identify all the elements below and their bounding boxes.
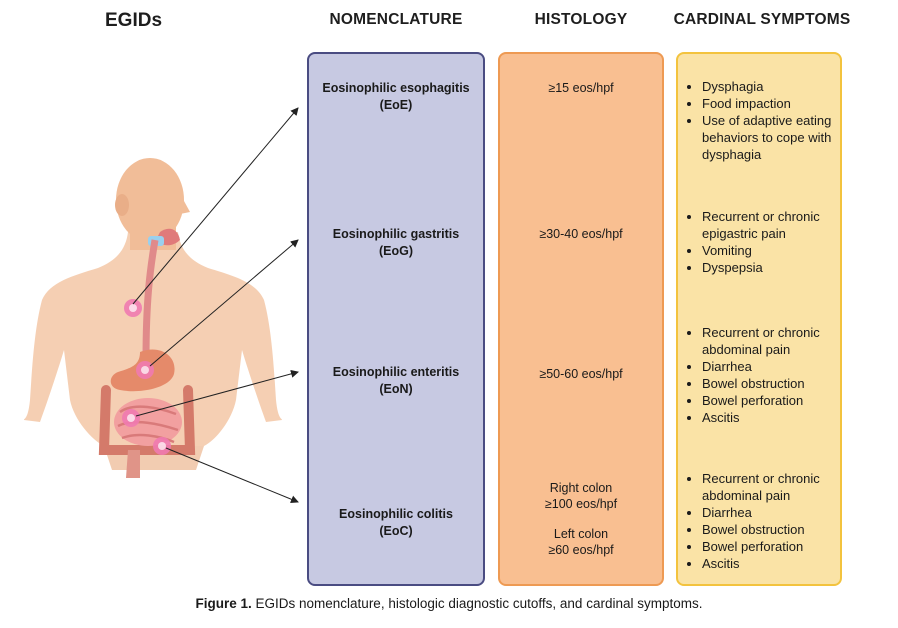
nomenclature-eoc: Eosinophilic colitis (EoC): [339, 507, 453, 538]
cardinal-symptoms-header: CARDINAL SYMPTOMS: [673, 11, 851, 28]
histology-panel: ≥15 eos/hpf ≥30-40 eos/hpf ≥50-60 eos/hp…: [498, 52, 664, 586]
human-body-illustration: [24, 107, 299, 504]
arrow-stomach: [149, 239, 299, 367]
nomenclature-eog: Eosinophilic gastritis (EoG): [332, 227, 460, 258]
arrow-small-intestine: [135, 369, 299, 417]
caption-text: EGIDs nomenclature, histologic diagnosti…: [251, 596, 703, 611]
histology-eon: ≥50-60 eos/hpf: [539, 367, 623, 381]
arrow-colon: [165, 447, 299, 504]
egids-title: EGIDs: [105, 10, 163, 31]
symptoms-eog: Recurrent or chronic epigastric pain Vom…: [688, 208, 832, 276]
nomenclature-eoe: Eosinophilic esophagitis (EoE): [322, 81, 470, 112]
caption-label: Figure 1.: [195, 596, 252, 611]
symptoms-eoe: Dysphagia Food impaction Use of adaptive…: [688, 78, 832, 163]
histology-eoe: ≥15 eos/hpf: [548, 81, 614, 95]
pointer-arrows: [132, 107, 299, 504]
symptoms-eoc: Recurrent or chronic abdominal pain Diar…: [688, 470, 832, 572]
histology-eog: ≥30-40 eos/hpf: [539, 227, 623, 241]
arrow-esophagus: [132, 107, 299, 305]
nomenclature-header: NOMENCLATURE: [329, 11, 463, 28]
figure-caption: Figure 1. EGIDs nomenclature, histologic…: [0, 596, 898, 611]
cardinal-symptoms-panel: Dysphagia Food impaction Use of adaptive…: [676, 52, 842, 586]
histology-header: HISTOLOGY: [534, 11, 628, 28]
nomenclature-eon: Eosinophilic enteritis (EoN): [332, 365, 460, 396]
inflammation-markers: [122, 299, 171, 455]
histology-eoc: Right colon ≥100 eos/hpf Left colon ≥60 …: [544, 481, 618, 557]
symptoms-eon: Recurrent or chronic abdominal pain Diar…: [688, 324, 832, 426]
nomenclature-panel: Eosinophilic esophagitis (EoE) Eosinophi…: [307, 52, 485, 586]
